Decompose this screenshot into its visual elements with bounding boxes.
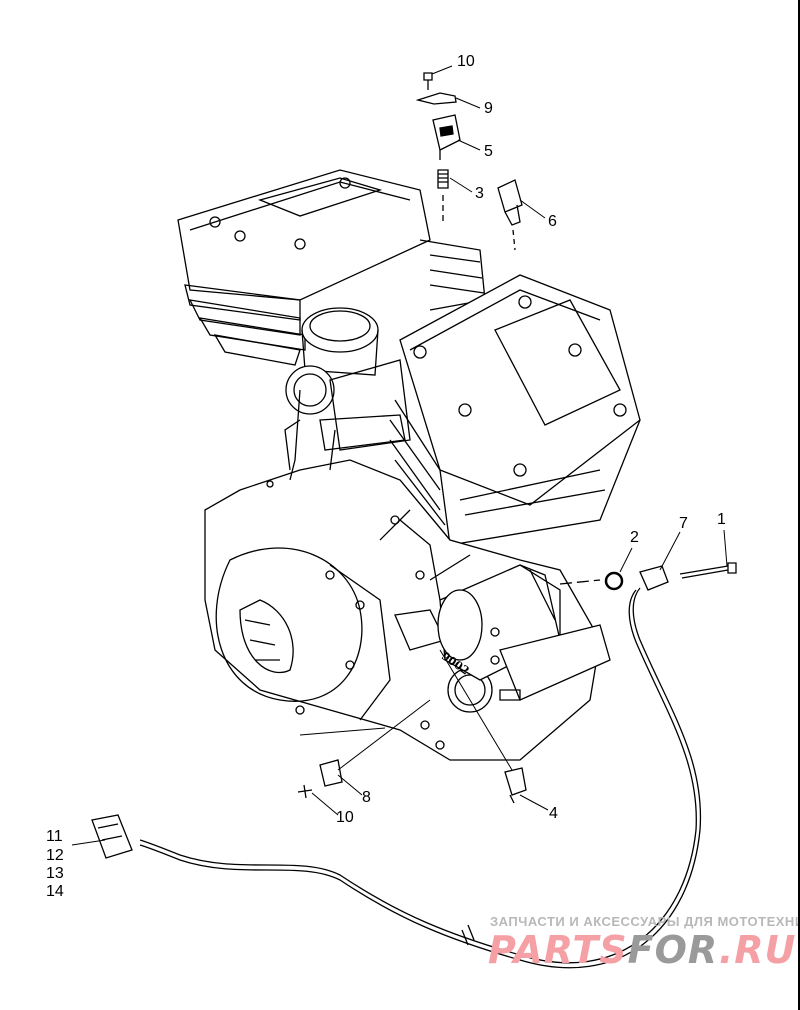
callout-7: 7 (679, 515, 688, 532)
watermark-brand-2: FOR (627, 928, 719, 972)
clip-8 (297, 759, 343, 799)
front-cylinder-head (177, 169, 486, 366)
callout-6: 6 (548, 213, 557, 230)
carburetor (285, 307, 411, 451)
starter-motor (437, 564, 611, 701)
callout-9: 9 (484, 100, 493, 117)
callout-4: 4 (549, 805, 558, 822)
callout-13: 13 (46, 865, 64, 882)
callout-10-top: 10 (457, 53, 475, 70)
callout-5: 5 (484, 143, 493, 160)
callout-11: 11 (46, 828, 63, 845)
leader-lines (71, 65, 728, 846)
watermark-logo: PARTSFOR.RU (488, 928, 796, 972)
callout-10-bottom: 10 (336, 809, 354, 826)
sensor-4 (504, 767, 527, 804)
crank-position-sensor (91, 562, 737, 969)
callout-1: 1 (717, 511, 726, 528)
watermark-brand-1: PARTS (488, 928, 628, 972)
watermark-brand-3: .RU (718, 928, 797, 972)
callout-8: 8 (362, 789, 371, 806)
crankcase (204, 389, 601, 761)
map-sensor-assembly (415, 72, 461, 225)
rear-cylinder-head (389, 274, 641, 546)
callout-2: 2 (630, 529, 639, 546)
oil-pressure-sender (497, 179, 523, 251)
callout-14: 14 (46, 883, 64, 900)
watermark-tagline: ЗАПЧАСТИ И АКСЕССУАРЫ ДЛЯ МОТОТЕХНИКИ (490, 914, 800, 929)
callout-12: 12 (46, 847, 64, 864)
callout-3: 3 (475, 185, 484, 202)
